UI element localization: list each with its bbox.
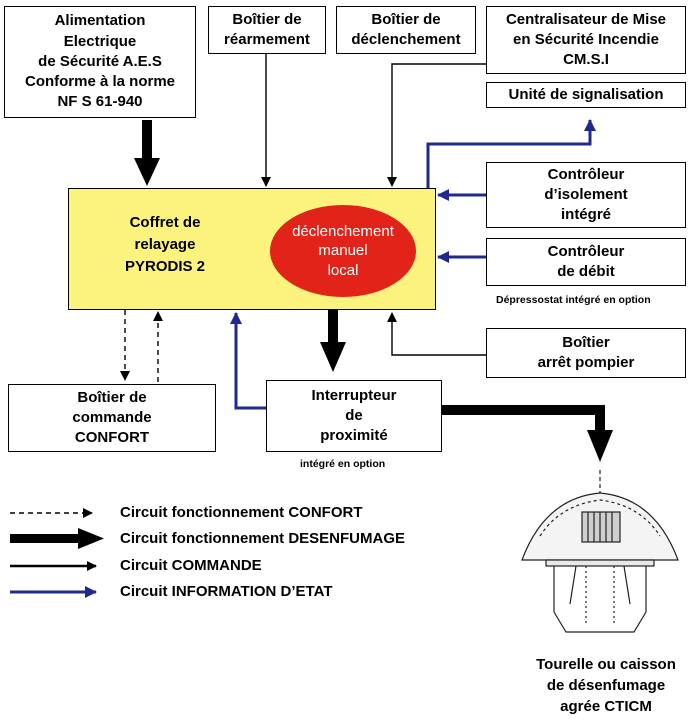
tourelle-caption: Tourelle ou caisson de désenfumage agrée… (536, 656, 676, 715)
signalisation-box: Unité de signalisation (486, 82, 686, 108)
main-to-interrupteur-arrow (320, 310, 346, 372)
interrupteur-info-arrow (230, 312, 266, 410)
pompier-command-arrow (387, 312, 486, 356)
signalisation-info-arrow (426, 119, 596, 188)
rearmement-box: Boîtier de réarmement (208, 6, 326, 54)
debit-box: Contrôleur de débit (486, 238, 686, 286)
legend-symbols (10, 508, 104, 598)
cmsi-box: Centralisateur de Mise en Sécurité Incen… (486, 6, 686, 74)
legend-desenfumage-label: Circuit fonctionnement DESENFUMAGE (120, 530, 406, 547)
cmsi-command-arrow (387, 63, 486, 187)
tourelle-icon (521, 470, 679, 633)
legend-desenfumage-line (10, 528, 104, 549)
legend-info-label: Circuit INFORMATION D’ETAT (120, 583, 333, 600)
pompier-box: Boîtier arrêt pompier (486, 328, 686, 378)
declenchement-manuel-oval: déclenchement manuel local (270, 205, 416, 297)
aes-power-arrow (134, 120, 160, 186)
aes-box: Alimentation Electrique de Sécurité A.E.… (4, 6, 196, 118)
integre-note: intégré en option (300, 458, 386, 470)
legend-commande-label: Circuit COMMANDE (120, 557, 262, 574)
isolement-box: Contrôleur d’isolement intégré (486, 162, 686, 228)
legend-confort-label: Circuit fonctionnement CONFORT (120, 504, 363, 521)
confort-box: Boîtier de commande CONFORT (8, 384, 216, 452)
coffret-relayage-label: Coffret de relayage PYRODIS 2 (124, 214, 206, 275)
interrupteur-to-tourelle-arrow (442, 405, 613, 462)
interrupteur-box: Interrupteur de proximité (266, 380, 442, 452)
depressostat-note: Dépressostat intégré en option (496, 294, 651, 306)
declenchement-box: Boîtier de déclenchement (336, 6, 476, 54)
